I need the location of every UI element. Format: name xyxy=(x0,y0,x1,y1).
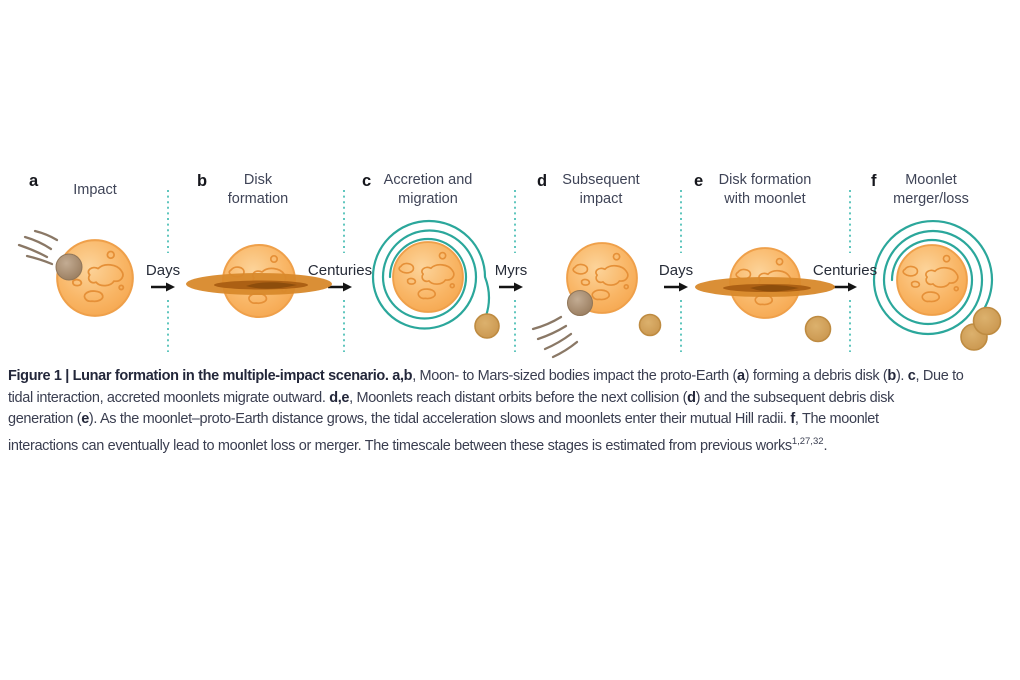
proto-earth xyxy=(896,244,968,316)
panel-title-disk-formation: Disk formation xyxy=(178,170,338,210)
caption-text-segment: . xyxy=(823,437,828,454)
panel-title-impact: Impact xyxy=(15,170,175,210)
caption-text-segment: , The moonlet xyxy=(794,411,879,427)
panel-letter-d: d xyxy=(537,172,548,190)
caption-text-segment: , Moonlets reach distant orbits before t… xyxy=(349,389,688,406)
panel-letter-e: e xyxy=(694,172,704,190)
time-label-centuries-2: Centuries xyxy=(812,262,878,279)
spiral-orbit xyxy=(371,219,490,330)
title-line: Disk formation xyxy=(718,172,812,188)
debris-ring xyxy=(695,277,835,297)
title-line: Impact xyxy=(73,181,117,198)
caption-text-segment: c xyxy=(907,368,916,384)
title-line: Accretion and xyxy=(383,172,473,188)
debris-ring xyxy=(186,273,332,295)
caption-line: generation (e). As the moonlet–proto-Ear… xyxy=(8,409,1018,431)
caption-text-segment: a xyxy=(736,368,745,384)
caption-text-segment: tidal interaction, accreted moonlets mig… xyxy=(8,389,330,406)
impact-motion-lines xyxy=(17,229,59,266)
arrow-centuries-1 xyxy=(328,282,352,292)
time-label-days-1: Days xyxy=(145,262,181,279)
title-line: impact xyxy=(579,191,623,207)
caption-text-segment: f xyxy=(790,411,795,427)
panel-letter-f: f xyxy=(871,172,877,190)
title-line: migration xyxy=(398,191,458,207)
panel-a-art xyxy=(17,229,134,317)
caption-text-segment: a,b xyxy=(392,368,413,384)
title-line: Moonlet xyxy=(905,172,957,188)
title-line: merger/loss xyxy=(893,191,969,207)
panel-b-art xyxy=(186,244,332,318)
time-label-myrs: Myrs xyxy=(494,262,528,279)
panel-f-art xyxy=(872,219,1002,351)
moonlet xyxy=(804,315,832,343)
caption-text-segment: ) and the subsequent debris disk xyxy=(695,389,895,406)
caption-text-segment: Figure 1 | Lunar formation in the multip… xyxy=(8,368,393,384)
title-line: formation xyxy=(227,191,289,207)
time-label-centuries-1: Centuries xyxy=(307,262,373,279)
moonlet xyxy=(638,313,662,337)
panel-letter-c: c xyxy=(362,172,372,190)
caption-line: Figure 1 | Lunar formation in the multip… xyxy=(8,366,1018,388)
proto-earth xyxy=(392,241,464,313)
caption-text-segment: , Moon- to Mars-sized bodies impact the … xyxy=(412,368,737,384)
caption-line: interactions can eventually lead to moon… xyxy=(8,431,1018,457)
caption-text-segment: ). As the moonlet–proto-Earth distance g… xyxy=(88,411,791,427)
impactor xyxy=(55,253,83,281)
moonlet xyxy=(474,313,500,339)
caption-text-segment: d,e xyxy=(329,389,350,406)
caption-text-segment: ) forming a debris disk ( xyxy=(744,368,888,384)
arrow-days-1 xyxy=(151,282,175,292)
title-line: with moonlet xyxy=(724,191,806,207)
panel-e-art xyxy=(695,247,835,343)
caption-text-segment: interactions can eventually lead to moon… xyxy=(8,437,792,454)
spiral-orbit xyxy=(872,219,994,336)
figure-caption: Figure 1 | Lunar formation in the multip… xyxy=(8,366,1018,457)
impactor xyxy=(567,290,593,316)
caption-text-segment: b xyxy=(887,368,896,384)
caption-line: tidal interaction, accreted moonlets mig… xyxy=(8,388,1018,410)
panel-letter-b: b xyxy=(197,172,208,190)
time-label-days-2: Days xyxy=(658,262,694,279)
caption-text-segment: ). xyxy=(895,368,908,384)
arrow-myrs xyxy=(499,282,523,292)
arrow-days-2 xyxy=(664,282,688,292)
title-line: Disk xyxy=(243,172,273,188)
panel-title-disk-with-moonlet: Disk formation with moonlet xyxy=(685,170,845,210)
title-line: Subsequent xyxy=(562,172,640,188)
caption-text-segment: e xyxy=(81,411,89,427)
caption-text-segment: , Due to xyxy=(915,368,964,384)
caption-text-segment: d xyxy=(687,389,696,406)
panel-title-subsequent-impact: Subsequent impact xyxy=(521,170,681,210)
impact-motion-lines xyxy=(531,315,579,359)
caption-text-segment: generation ( xyxy=(8,411,82,427)
moonlet-merging-upper xyxy=(972,306,1002,336)
panel-title-accretion-migration: Accretion and migration xyxy=(348,170,508,210)
arrow-centuries-2 xyxy=(833,282,857,292)
panel-title-moonlet-merger-loss: Moonlet merger/loss xyxy=(851,170,1011,210)
panel-letter-a: a xyxy=(29,172,39,190)
panel-c-art xyxy=(371,219,500,339)
panel-d-art xyxy=(531,242,662,359)
timeline-arrows xyxy=(151,282,857,292)
caption-reference-superscript: 1,27,32 xyxy=(791,435,824,447)
